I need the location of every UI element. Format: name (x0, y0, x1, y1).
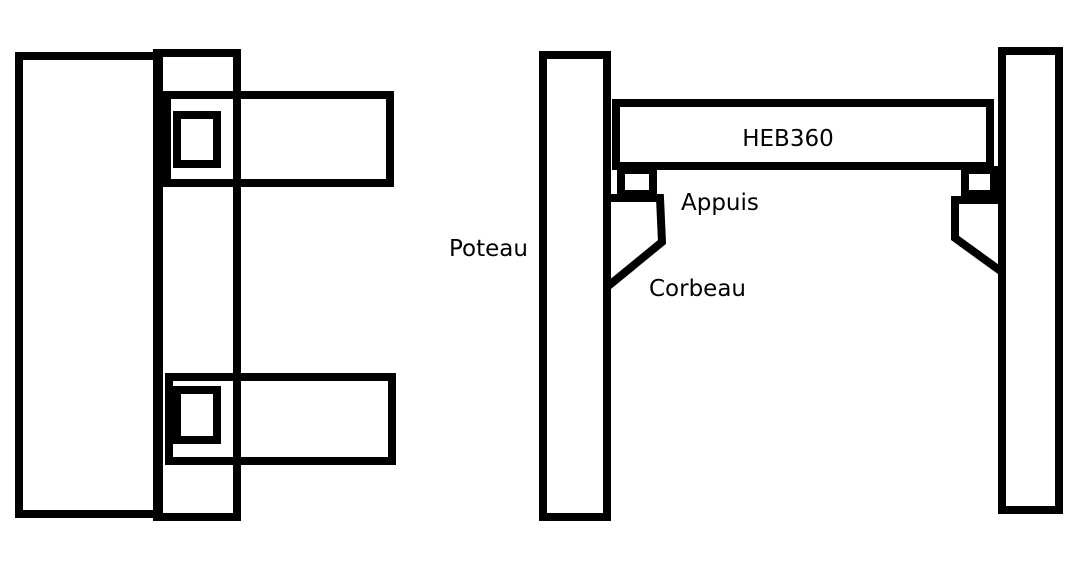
right-corbel (951, 196, 1005, 276)
beam-label: HEB360 (742, 126, 834, 152)
side-view-upper-bracket-fill (157, 97, 171, 179)
corbel-label: Corbeau (649, 276, 746, 302)
side-view-column (153, 49, 241, 521)
side-view-upper-bearing (173, 111, 221, 168)
column-label: Poteau (449, 236, 528, 262)
support-label: Appuis (681, 190, 759, 216)
side-view-lower-beam (165, 373, 396, 465)
left-column (539, 51, 611, 521)
right-column (998, 47, 1063, 514)
left-corbel (604, 194, 667, 291)
left-bearing-pad (617, 166, 657, 198)
front-view (539, 47, 1063, 521)
side-view (15, 49, 396, 521)
side-view-wall (15, 52, 163, 518)
beam-heb360 (612, 99, 994, 170)
side-view-upper-beam (163, 91, 394, 187)
side-view-lower-bearing (173, 386, 221, 444)
right-bearing-pad (961, 166, 998, 198)
